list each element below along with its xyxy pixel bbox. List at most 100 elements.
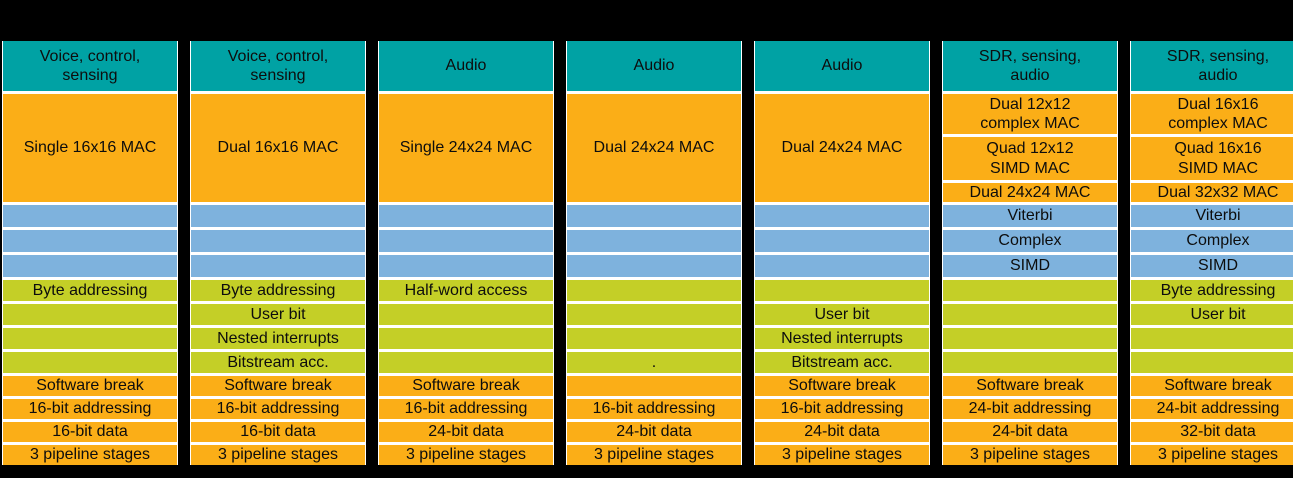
accel-cell bbox=[567, 230, 741, 252]
accel-cell: Complex bbox=[943, 230, 1117, 252]
column-header-cell: SDR, sensing, audio bbox=[943, 41, 1117, 91]
isa-feature-cell bbox=[943, 352, 1117, 373]
column-header-label: Audio bbox=[445, 57, 487, 75]
base-feature-cell: 16-bit addressing bbox=[379, 399, 553, 419]
mac-cell: Dual 24x24 MAC bbox=[755, 94, 929, 202]
column-header-label: Audio bbox=[633, 57, 675, 75]
dsp-comparison-board: Voice, control, sensing Single 16x16 MAC… bbox=[2, 41, 1293, 465]
isa-feature-cell bbox=[3, 352, 177, 373]
isa-feature-cell bbox=[379, 352, 553, 373]
isa-feature-cell bbox=[1131, 328, 1293, 349]
base-feature-cell bbox=[567, 376, 741, 396]
isa-feature-cell: Nested interrupts bbox=[755, 328, 929, 349]
accel-cell bbox=[755, 205, 929, 227]
base-feature-cell: 3 pipeline stages bbox=[943, 445, 1117, 465]
accel-cell bbox=[191, 205, 365, 227]
isa-feature-cell: User bit bbox=[191, 304, 365, 325]
mac-cell: Dual 24x24 MAC bbox=[567, 94, 741, 202]
dsp-column-7: SDR, sensing, audio Dual 16x16 complex M… bbox=[1130, 41, 1293, 465]
mac-label: Dual 16x16 complex MAC bbox=[1168, 95, 1268, 132]
mac-cell: Dual 24x24 MAC bbox=[943, 183, 1117, 202]
isa-feature-cell bbox=[567, 304, 741, 325]
dsp-column-2: Voice, control, sensing Dual 16x16 MAC B… bbox=[190, 41, 366, 465]
column-header-cell: Audio bbox=[567, 41, 741, 91]
isa-feature-cell bbox=[943, 304, 1117, 325]
isa-feature-cell bbox=[3, 304, 177, 325]
mac-cell: Dual 32x32 MAC bbox=[1131, 183, 1293, 202]
isa-feature-cell bbox=[3, 328, 177, 349]
base-feature-cell: 16-bit data bbox=[191, 422, 365, 442]
isa-feature-cell bbox=[943, 280, 1117, 301]
accel-cell: Viterbi bbox=[943, 205, 1117, 227]
dsp-column-5: Audio Dual 24x24 MAC User bit Nested int… bbox=[754, 41, 930, 465]
accel-cell bbox=[379, 255, 553, 277]
accel-cell bbox=[3, 255, 177, 277]
base-feature-cell: 3 pipeline stages bbox=[379, 445, 553, 465]
accel-cell: SIMD bbox=[1131, 255, 1293, 277]
column-header-cell: Voice, control, sensing bbox=[191, 41, 365, 91]
base-feature-cell: 3 pipeline stages bbox=[3, 445, 177, 465]
base-feature-cell: Software break bbox=[943, 376, 1117, 396]
base-feature-cell: 24-bit data bbox=[755, 422, 929, 442]
dsp-column-1: Voice, control, sensing Single 16x16 MAC… bbox=[2, 41, 178, 465]
base-feature-cell: 32-bit data bbox=[1131, 422, 1293, 442]
isa-feature-cell: . bbox=[567, 352, 741, 373]
isa-feature-cell: Bitstream acc. bbox=[755, 352, 929, 373]
accel-cell bbox=[755, 255, 929, 277]
isa-feature-cell bbox=[567, 280, 741, 301]
accel-cell: SIMD bbox=[943, 255, 1117, 277]
isa-feature-cell bbox=[943, 328, 1117, 349]
isa-feature-cell bbox=[567, 328, 741, 349]
column-header-cell: Audio bbox=[755, 41, 929, 91]
column-header-cell: SDR, sensing, audio bbox=[1131, 41, 1293, 91]
mac-label: Dual 12x12 complex MAC bbox=[980, 95, 1080, 132]
accel-cell bbox=[191, 230, 365, 252]
accel-cell bbox=[567, 255, 741, 277]
mac-cell: Single 16x16 MAC bbox=[3, 94, 177, 202]
base-feature-cell: 3 pipeline stages bbox=[567, 445, 741, 465]
mac-label: Quad 12x12 SIMD MAC bbox=[986, 140, 1074, 177]
accel-cell: Viterbi bbox=[1131, 205, 1293, 227]
isa-feature-cell bbox=[379, 304, 553, 325]
base-feature-cell: Software break bbox=[755, 376, 929, 396]
isa-feature-cell: User bit bbox=[755, 304, 929, 325]
accel-cell bbox=[755, 230, 929, 252]
isa-feature-cell: Byte addressing bbox=[3, 280, 177, 301]
base-feature-cell: 16-bit addressing bbox=[191, 399, 365, 419]
dsp-column-3: Audio Single 24x24 MAC Half-word access … bbox=[378, 41, 554, 465]
base-feature-cell: Software break bbox=[379, 376, 553, 396]
isa-feature-cell bbox=[755, 280, 929, 301]
mac-cell: Single 24x24 MAC bbox=[379, 94, 553, 202]
isa-feature-cell: Byte addressing bbox=[191, 280, 365, 301]
base-feature-cell: 16-bit addressing bbox=[755, 399, 929, 419]
base-feature-cell: 24-bit data bbox=[379, 422, 553, 442]
mac-cell: Quad 16x16 SIMD MAC bbox=[1131, 137, 1293, 180]
accel-cell bbox=[3, 230, 177, 252]
dsp-column-4: Audio Dual 24x24 MAC . 16-bit addressing… bbox=[566, 41, 742, 465]
accel-cell bbox=[379, 230, 553, 252]
isa-feature-cell: Byte addressing bbox=[1131, 280, 1293, 301]
accel-cell: Complex bbox=[1131, 230, 1293, 252]
mac-cell: Dual 16x16 complex MAC bbox=[1131, 94, 1293, 134]
base-feature-cell: 24-bit data bbox=[567, 422, 741, 442]
base-feature-cell: 16-bit addressing bbox=[3, 399, 177, 419]
mac-cell: Dual 16x16 MAC bbox=[191, 94, 365, 202]
isa-feature-cell: Nested interrupts bbox=[191, 328, 365, 349]
base-feature-cell: 3 pipeline stages bbox=[191, 445, 365, 465]
base-feature-cell: 16-bit addressing bbox=[567, 399, 741, 419]
base-feature-cell: Software break bbox=[191, 376, 365, 396]
column-header-cell: Voice, control, sensing bbox=[3, 41, 177, 91]
base-feature-cell: Software break bbox=[3, 376, 177, 396]
accel-cell bbox=[3, 205, 177, 227]
accel-cell bbox=[567, 205, 741, 227]
column-header-label: SDR, sensing, audio bbox=[1166, 47, 1270, 84]
mac-cell: Quad 12x12 SIMD MAC bbox=[943, 137, 1117, 180]
isa-feature-cell: Bitstream acc. bbox=[191, 352, 365, 373]
mac-cell: Dual 12x12 complex MAC bbox=[943, 94, 1117, 134]
base-feature-cell: 3 pipeline stages bbox=[755, 445, 929, 465]
base-feature-cell: 24-bit data bbox=[943, 422, 1117, 442]
base-feature-cell: 24-bit addressing bbox=[1131, 399, 1293, 419]
isa-feature-cell bbox=[379, 328, 553, 349]
base-feature-cell: Software break bbox=[1131, 376, 1293, 396]
mac-label: Quad 16x16 SIMD MAC bbox=[1174, 140, 1262, 177]
